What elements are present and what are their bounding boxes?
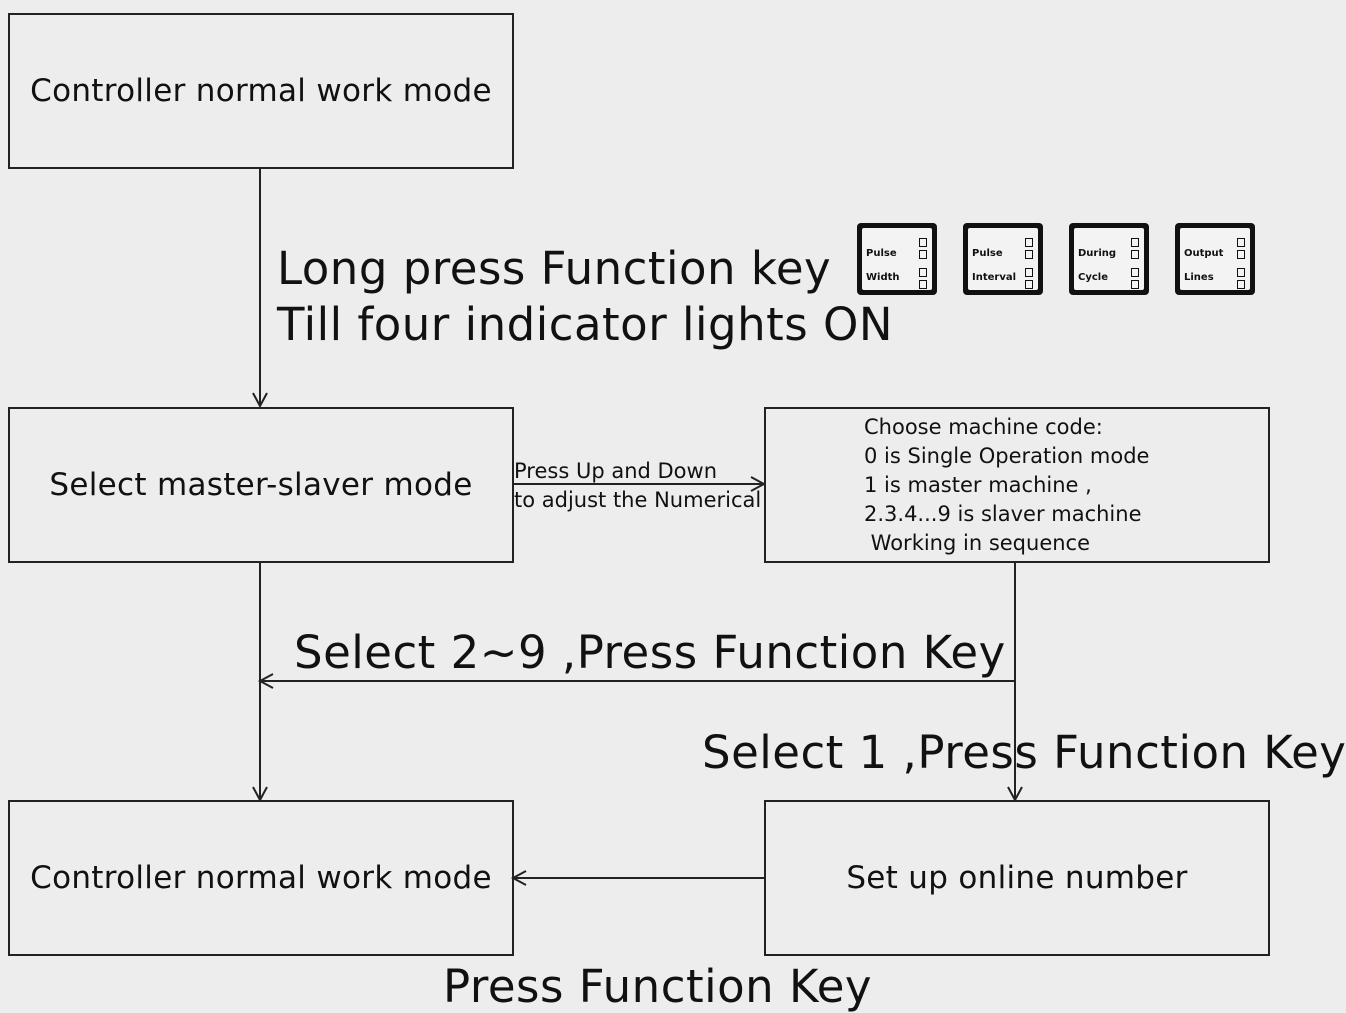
label-select-2-9: Select 2~9 ,Press Function Key	[294, 626, 1006, 679]
choose-code-text: Choose machine code: 0 is Single Operati…	[864, 413, 1149, 558]
box-label: Set up online number	[846, 860, 1188, 896]
choose-code-line: 0 is Single Operation mode	[864, 444, 1150, 468]
led-segment	[1025, 280, 1033, 289]
indicator-label: Pulse	[866, 248, 897, 259]
label-adjust-numerical: to adjust the Numerical	[514, 488, 762, 512]
box-normal-work-mode-top: Controller normal work mode	[8, 13, 514, 169]
led-segment	[919, 280, 927, 289]
led-segment	[919, 238, 927, 247]
led-segment	[1025, 268, 1033, 277]
indicator-face: Output Lines	[1180, 228, 1250, 290]
indicator-output-lines-icon: Output Lines	[1175, 223, 1255, 295]
arrowhead-loop-back	[257, 673, 274, 689]
indicator-label: Output	[1184, 248, 1224, 259]
indicator-during-cycle-icon: During Cycle	[1069, 223, 1149, 295]
indicator-pulse-width-icon: Pulse Width	[857, 223, 937, 295]
box-normal-work-mode-bottom: Controller normal work mode	[8, 800, 514, 956]
arrowhead-select	[252, 392, 268, 409]
led-segment	[1237, 280, 1245, 289]
box-label: Controller normal work mode	[30, 73, 492, 109]
label-press-up-down: Press Up and Down	[514, 459, 718, 483]
led-segment	[1131, 268, 1139, 277]
box-choose-machine-code: Choose machine code: 0 is Single Operati…	[764, 407, 1270, 563]
led-segment	[1237, 250, 1245, 259]
led-segment	[1237, 268, 1245, 277]
choose-code-line: 2.3.4...9 is slaver machine	[864, 502, 1142, 526]
choose-code-line: Working in sequence	[864, 531, 1091, 555]
indicator-label: Interval	[972, 272, 1017, 283]
label-long-press: Long press Function key	[277, 242, 832, 295]
indicator-label: Lines	[1184, 272, 1214, 283]
indicator-label: Width	[866, 272, 900, 283]
led-segment	[1131, 250, 1139, 259]
led-segment	[1025, 250, 1033, 259]
box-label: Controller normal work mode	[30, 860, 492, 896]
led-segment	[1025, 238, 1033, 247]
choose-code-line: Choose machine code:	[864, 415, 1103, 439]
led-segment	[1131, 238, 1139, 247]
indicator-label: During	[1078, 248, 1117, 259]
indicator-face: During Cycle	[1074, 228, 1144, 290]
indicator-pulse-interval-icon: Pulse Interval	[963, 223, 1043, 295]
box-set-up-online-number: Set up online number	[764, 800, 1270, 956]
box-label: Select master-slaver mode	[49, 467, 473, 503]
label-press-function-key: Press Function Key	[443, 960, 873, 1013]
box-select-master-slaver: Select master-slaver mode	[8, 407, 514, 563]
led-segment	[919, 268, 927, 277]
label-select-1: Select 1 ,Press Function Key	[702, 726, 1346, 779]
label-till-four-lights: Till four indicator lights ON	[277, 298, 894, 351]
choose-code-line: 1 is master machine ,	[864, 473, 1092, 497]
indicator-label: Pulse	[972, 248, 1003, 259]
indicator-label: Cycle	[1078, 272, 1108, 283]
led-segment	[1131, 280, 1139, 289]
led-segment	[1237, 238, 1245, 247]
led-segment	[919, 250, 927, 259]
indicator-face: Pulse Width	[862, 228, 932, 290]
indicator-face: Pulse Interval	[968, 228, 1038, 290]
